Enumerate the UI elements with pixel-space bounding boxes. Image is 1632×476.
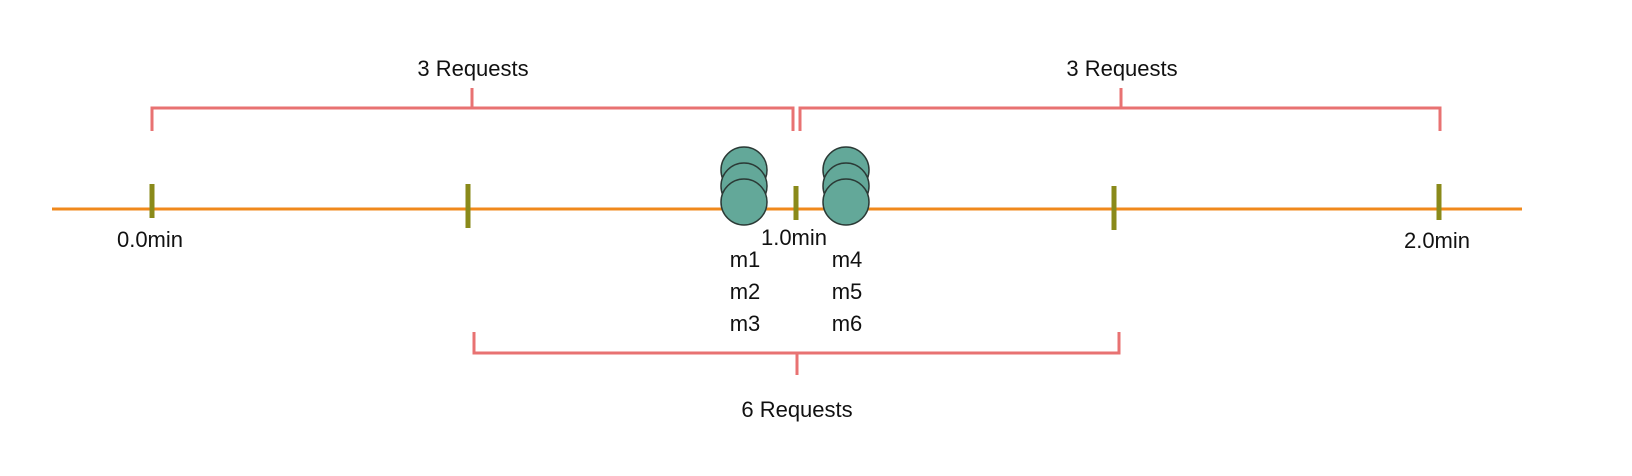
bracket-bottom [472, 332, 1121, 375]
bracket-bottom-label: 6 Requests [741, 397, 852, 422]
request-label: m3 [730, 311, 761, 336]
request-label: m6 [832, 311, 863, 336]
request-ball [720, 178, 768, 226]
bracket-top-right-label: 3 Requests [1066, 56, 1177, 81]
request-label: m4 [832, 247, 863, 272]
bracket-top-left-label: 3 Requests [417, 56, 528, 81]
tick-label-0: 0.0min [117, 227, 183, 252]
bracket-top-right [798, 88, 1442, 131]
request-label: m2 [730, 279, 761, 304]
request-group-1: m1 m2 m3 [720, 146, 768, 336]
tick-label-2: 2.0min [1404, 228, 1470, 253]
bracket-top-left [150, 88, 795, 131]
request-group-2: m4 m5 m6 [822, 146, 870, 336]
tick-label-1: 1.0min [761, 225, 827, 250]
request-label: m5 [832, 279, 863, 304]
request-ball [822, 178, 870, 226]
request-label: m1 [730, 247, 761, 272]
